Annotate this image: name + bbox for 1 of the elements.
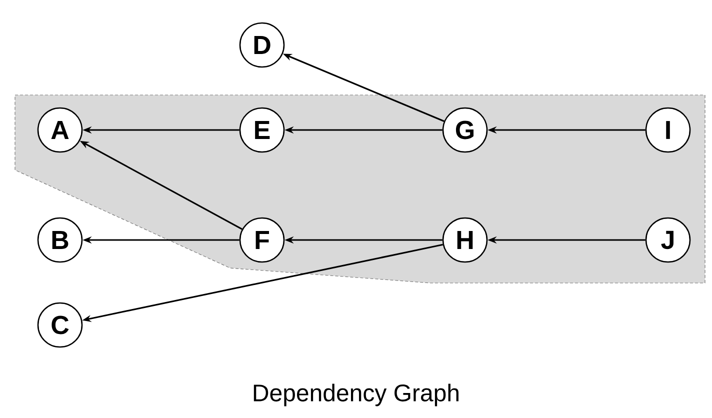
caption: Dependency Graph: [254, 384, 458, 406]
